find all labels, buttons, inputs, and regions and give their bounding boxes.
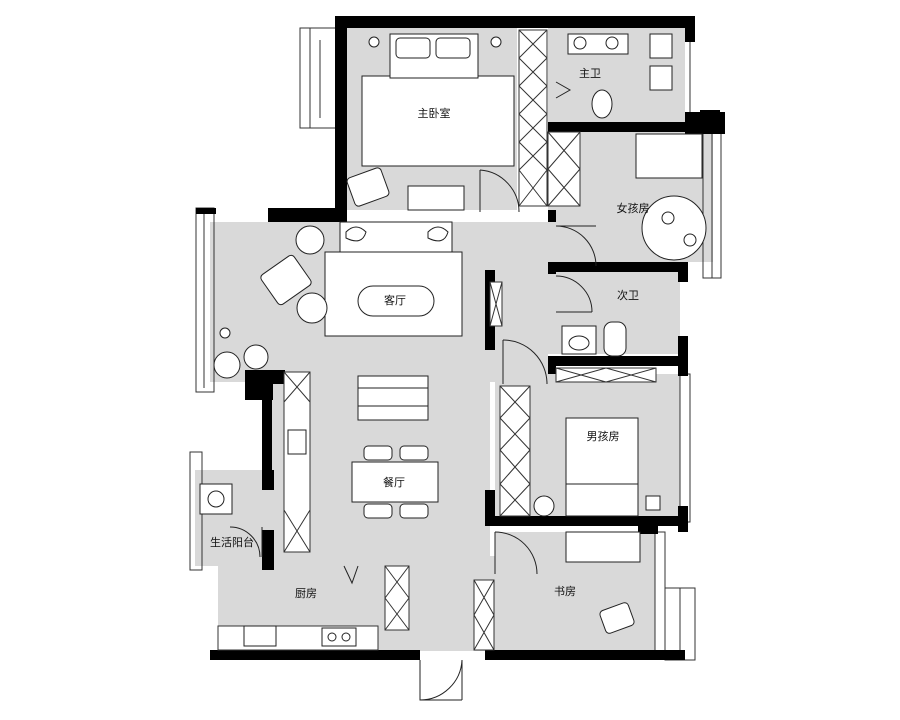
round-table: [641, 195, 707, 261]
room-label-study: 书房: [554, 585, 576, 598]
doors: [229, 81, 597, 701]
room-label-utility-balcony: 生活阳台: [210, 535, 254, 549]
armchair: [346, 167, 390, 207]
piano: [357, 375, 429, 421]
furniture: [199, 33, 707, 647]
room-label-kitchen: 厨房: [295, 587, 317, 600]
wardrobes: [217, 29, 657, 651]
dining-table: [351, 461, 439, 503]
room-label-boy-room: 男孩房: [587, 430, 620, 443]
girl-bed: [635, 133, 703, 179]
study-desk: [565, 531, 641, 563]
room-label-girl-room: 女孩房: [617, 201, 650, 215]
room-label-master-bedroom: 主卧室: [418, 106, 451, 120]
master-bed: [361, 75, 515, 167]
room-label-living-room: 客厅: [384, 293, 406, 307]
room-labels: 主卧室 主卫 女孩房 客厅 次卫 餐厅 男孩房 生活阳台 厨房 书房: [210, 67, 650, 600]
room-label-second-bath: 次卫: [617, 288, 639, 302]
room-label-dining-room: 餐厅: [383, 475, 405, 489]
room-label-master-bath: 主卫: [579, 67, 601, 80]
coffee-table: [357, 285, 435, 317]
